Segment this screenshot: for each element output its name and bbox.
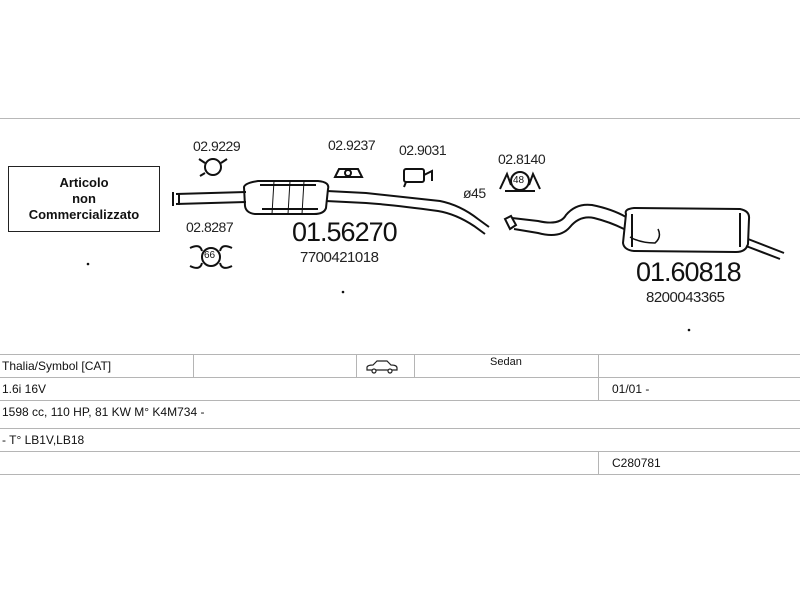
exhaust-diagram: Articolo non Commercializzato 02.9229 02… <box>0 118 800 355</box>
part-label-ring-8140[interactable]: 02.8140 <box>498 151 546 167</box>
not-available-notice: Articolo non Commercializzato <box>8 166 160 232</box>
table-row-model: Thalia/Symbol [CAT] Sedan <box>0 354 800 377</box>
ring-size-label: 48 <box>513 175 525 186</box>
clamp-8287-icon <box>189 245 233 269</box>
cell-divider <box>193 355 194 377</box>
vehicle-info-table: Thalia/Symbol [CAT] Sedan 1.6i 16V 01/01… <box>0 354 800 475</box>
clamp-size-label: 66 <box>204 250 216 261</box>
table-row-specs: 1598 cc, 110 HP, 81 KW M° K4M734 - <box>0 400 800 423</box>
front-pipe-icon <box>172 180 490 235</box>
table-row-engine: 1.6i 16V 01/01 - <box>0 377 800 400</box>
clamp-9229-icon <box>198 158 228 177</box>
cell-divider <box>598 355 599 377</box>
cell-divider <box>356 355 357 377</box>
notice-line-1: Articolo <box>59 175 109 190</box>
date-cell: 01/01 - <box>612 382 650 396</box>
oem-label-rear-silencer: 8200043365 <box>646 289 725 306</box>
cell-divider <box>414 355 415 377</box>
oem-label-front-pipe: 7700421018 <box>300 249 379 266</box>
specs-cell: 1598 cc, 110 HP, 81 KW M° K4M734 - <box>2 405 205 419</box>
hanger-9031-icon <box>403 168 433 188</box>
table-row-type: - T° LB1V,LB18 <box>0 428 800 451</box>
hanger-9237-icon <box>333 168 364 178</box>
part-label-clamp-8287[interactable]: 02.8287 <box>186 219 234 235</box>
part-label-rear-silencer[interactable]: 01.60818 <box>636 257 742 287</box>
notice-line-3: Commercializzato <box>28 207 140 222</box>
rear-silencer-icon <box>503 203 785 260</box>
body-type-cell: Sedan <box>490 356 522 368</box>
cell-divider <box>598 452 599 474</box>
part-label-clamp-9229[interactable]: 02.9229 <box>193 138 241 154</box>
diameter-label: ø45 <box>463 185 486 201</box>
part-label-hanger-9237[interactable]: 02.9237 <box>328 137 376 153</box>
table-row-code: C280781 <box>0 451 800 475</box>
notice-line-2: non <box>72 191 96 206</box>
exhaust-drawing <box>86 158 785 332</box>
stray-dots <box>86 262 691 332</box>
code-cell: C280781 <box>612 456 661 470</box>
part-label-hanger-9031[interactable]: 02.9031 <box>399 142 447 158</box>
type-cell: - T° LB1V,LB18 <box>2 433 85 447</box>
engine-cell: 1.6i 16V <box>2 382 47 396</box>
cell-divider <box>598 378 599 400</box>
sedan-car-icon <box>365 359 399 381</box>
ring-8140-icon <box>499 171 541 192</box>
model-cell: Thalia/Symbol [CAT] <box>2 359 112 373</box>
part-label-front-pipe[interactable]: 01.56270 <box>292 217 398 247</box>
